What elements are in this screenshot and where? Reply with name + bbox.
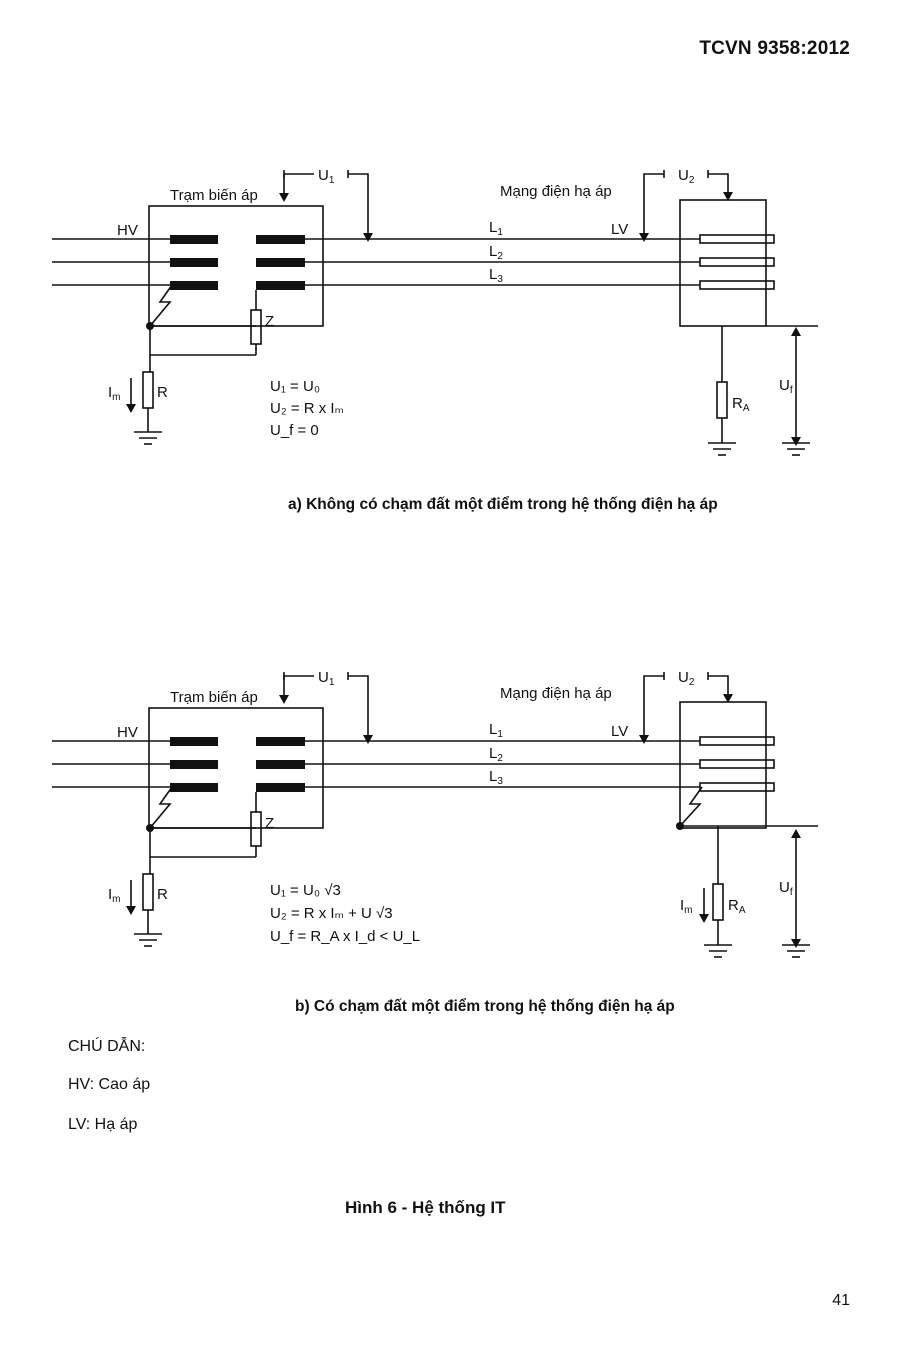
- l2-label: L2: [489, 745, 503, 764]
- u2-label: U2: [678, 669, 695, 688]
- lv-network-label: Mạng điện hạ áp: [500, 685, 612, 702]
- substation-label: Trạm biến áp: [170, 187, 258, 204]
- z-label: Z: [265, 815, 274, 832]
- u2-label: U2: [678, 167, 695, 186]
- impedance-z: [250, 309, 262, 345]
- l3-label: L3: [489, 266, 503, 285]
- hv-label: HV: [117, 724, 138, 741]
- lv-label: LV: [611, 221, 628, 238]
- standard-code: TCVN 9358:2012: [699, 38, 850, 59]
- l2-label: L2: [489, 243, 503, 262]
- equation-2: U₂ = R x Iₘ + U √3: [270, 905, 393, 922]
- u1-label: U1: [318, 167, 335, 186]
- caption-b: b) Có chạm đất một điểm trong hệ thống đ…: [295, 998, 675, 1015]
- ra-label: RA: [732, 395, 750, 414]
- im2-label: Im: [680, 897, 693, 916]
- resistor-r: [142, 371, 154, 409]
- r-label: R: [157, 886, 168, 903]
- resistor-ra: [712, 883, 724, 921]
- r-label: R: [157, 384, 168, 401]
- resistor-ra: [716, 381, 728, 419]
- resistor-r: [142, 873, 154, 911]
- equation-3: U_f = 0: [270, 422, 319, 439]
- page-number: 41: [832, 1292, 850, 1309]
- consumer-box: [679, 199, 767, 327]
- equation-1: U₁ = U₀ √3: [270, 882, 341, 899]
- uf-label: Uf: [779, 879, 793, 898]
- lv-label: LV: [611, 723, 628, 740]
- caption-a: a) Không có chạm đất một điểm trong hệ t…: [288, 496, 718, 513]
- legend-lv: LV: Hạ áp: [68, 1116, 138, 1133]
- hv-label: HV: [117, 222, 138, 239]
- z-label: Z: [265, 313, 274, 330]
- substation-label: Trạm biến áp: [170, 689, 258, 706]
- uf-label: Uf: [779, 377, 793, 396]
- u1-label: U1: [318, 669, 335, 688]
- impedance-z: [250, 811, 262, 847]
- l3-label: L3: [489, 768, 503, 787]
- l1-label: L1: [489, 219, 503, 238]
- l1-label: L1: [489, 721, 503, 740]
- im-label: Im: [108, 384, 121, 403]
- diagram-b: Trạm biến áp Mạng điện hạ áp HV LV U1 U2…: [52, 669, 818, 958]
- legend-title: CHÚ DẪN:: [68, 1038, 146, 1055]
- equation-3: U_f = R_A x I_d < U_L: [270, 928, 420, 945]
- im-label: Im: [108, 886, 121, 905]
- diagram-a: Trạm biến áp Mạng điện hạ áp HV LV U1 U2…: [52, 167, 818, 456]
- figure-title: Hình 6 - Hệ thống IT: [345, 1198, 506, 1217]
- lv-network-label: Mạng điện hạ áp: [500, 183, 612, 200]
- consumer-box: [679, 701, 767, 829]
- equation-1: U₁ = U₀: [270, 378, 320, 395]
- equation-2: U₂ = R x Iₘ: [270, 400, 344, 417]
- ra-label: RA: [728, 897, 746, 916]
- legend-hv: HV: Cao áp: [68, 1076, 151, 1093]
